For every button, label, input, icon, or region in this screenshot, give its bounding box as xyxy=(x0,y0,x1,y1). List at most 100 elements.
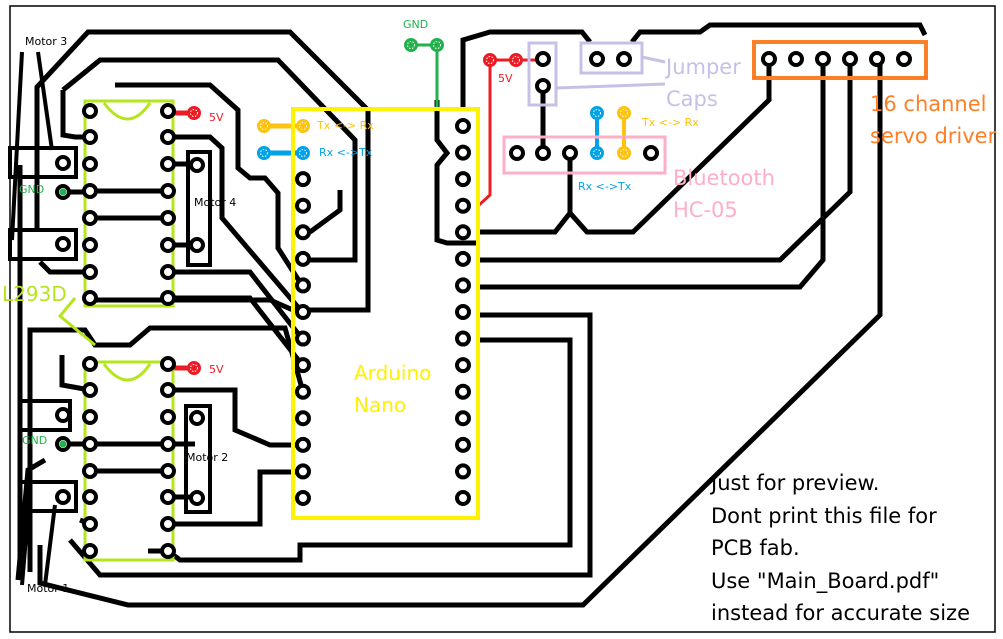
rx-tx-nano-label: Rx <->Tx xyxy=(319,146,373,159)
l293d-pin xyxy=(160,516,176,532)
l293d-pin xyxy=(160,103,176,119)
l293d-pin xyxy=(82,356,98,372)
arduino-pin xyxy=(295,330,311,347)
note-line-1: Just for preview. xyxy=(711,471,880,495)
jumper-pin xyxy=(535,51,551,67)
arduino-pin xyxy=(455,171,471,188)
rx-tx-bt-label: Rx <->Tx xyxy=(578,180,632,193)
servo-driver-pin xyxy=(842,51,858,67)
arduino-label-line2: Nano xyxy=(354,393,407,417)
arduino-pin xyxy=(295,250,311,267)
5v-pad xyxy=(509,53,523,67)
motor4-connector xyxy=(186,150,212,267)
l293d-pin xyxy=(82,103,98,119)
jumper-caps-outline-b xyxy=(579,41,644,75)
l293d-pin xyxy=(82,543,98,559)
servo-label-line2: servo driver xyxy=(870,124,997,148)
l293d-pin xyxy=(82,409,98,425)
arduino-pin xyxy=(455,410,471,427)
l293d-pin xyxy=(160,356,176,372)
rx-pad xyxy=(257,146,271,160)
l293d-pin xyxy=(160,489,176,505)
bluetooth-hc05-outline xyxy=(502,135,667,175)
arduino-pin xyxy=(295,357,311,374)
bluetooth-pin xyxy=(643,145,659,161)
pads xyxy=(55,38,912,559)
arduino-rx-pin xyxy=(296,146,310,160)
arduino-pin xyxy=(295,171,311,188)
arduino-pin xyxy=(455,303,471,320)
l293d-pin xyxy=(82,463,98,479)
servo-driver-outline xyxy=(752,40,928,80)
arduino-pin xyxy=(455,357,471,374)
5v-label-top: 5V xyxy=(498,72,513,85)
5v-pad xyxy=(187,106,201,120)
motor1-connector-b xyxy=(18,480,78,513)
bluetooth-pin xyxy=(562,145,578,161)
arduino-tx-pin xyxy=(296,119,310,133)
arduino-pin xyxy=(455,118,471,134)
motor4-label: Motor 4 xyxy=(194,196,237,209)
jumper-pin xyxy=(589,51,605,67)
jumper-label-line1: Jumper xyxy=(666,55,741,79)
l293d-pin xyxy=(160,409,176,425)
arduino-pin xyxy=(455,144,471,161)
gnd-pad xyxy=(430,38,444,52)
l293d-top-outline xyxy=(83,99,175,308)
servo-driver-pin xyxy=(896,51,912,67)
component-outlines xyxy=(8,40,928,562)
preview-note: Just for preview. Dont print this file f… xyxy=(711,467,970,630)
l293d-pin xyxy=(82,129,98,145)
bluetooth-pin xyxy=(509,145,525,161)
board-outline xyxy=(9,5,996,633)
arduino-pin xyxy=(295,436,311,453)
l293d-pin xyxy=(82,156,98,172)
note-line-5: instead for accurate size xyxy=(711,601,970,625)
arduino-pin xyxy=(295,410,311,427)
motor1-label: Motor 1 xyxy=(27,582,70,595)
motor2-label: Motor 2 xyxy=(186,451,229,464)
jumper-label-line2: Caps xyxy=(666,87,718,111)
l293d-pin xyxy=(82,516,98,532)
motor3-pad xyxy=(55,236,71,252)
bluetooth-pin xyxy=(535,145,551,161)
rx-pad xyxy=(590,106,604,120)
l293d-pin xyxy=(160,264,176,280)
l293d-pin xyxy=(160,237,176,253)
arduino-pin xyxy=(295,463,311,480)
tx-rx-nano-label: Tx <-> Rx xyxy=(317,119,374,132)
5v-pad xyxy=(187,361,201,375)
arduino-pin xyxy=(295,197,311,214)
note-line-3: PCB fab. xyxy=(711,536,800,560)
l293d-pin xyxy=(160,290,176,306)
servo-driver-pin xyxy=(815,51,831,67)
arduino-pin xyxy=(455,224,471,241)
tx-pad xyxy=(257,119,271,133)
l293d-pin xyxy=(160,129,176,145)
arduino-pin xyxy=(455,489,471,506)
motor3-connector-a xyxy=(8,146,78,179)
arduino-pin xyxy=(455,197,471,214)
tx-pad xyxy=(617,106,631,120)
arduino-pin xyxy=(295,303,311,320)
gnd-label-top-left: GND xyxy=(19,183,45,196)
l293d-pin xyxy=(82,237,98,253)
bluetooth-label-line2: HC-05 xyxy=(673,198,738,222)
bluetooth-pin xyxy=(617,146,631,160)
arduino-pin xyxy=(455,250,471,267)
l293d-pin xyxy=(160,183,176,199)
servo-driver-pin xyxy=(869,51,885,67)
motor2-pad xyxy=(189,490,205,506)
l293d-pin xyxy=(82,489,98,505)
servo-driver-label: 16 channel servo driver xyxy=(870,88,996,152)
gnd-label-top: GND xyxy=(403,18,429,31)
arduino-pin xyxy=(455,277,471,294)
motor4-pad xyxy=(189,157,205,173)
bluetooth-pin xyxy=(590,146,604,160)
servo-label-line1: 16 channel xyxy=(870,92,987,116)
arduino-label-line1: Arduino xyxy=(354,361,432,385)
gnd-label-bottom-left: GND xyxy=(22,434,48,447)
